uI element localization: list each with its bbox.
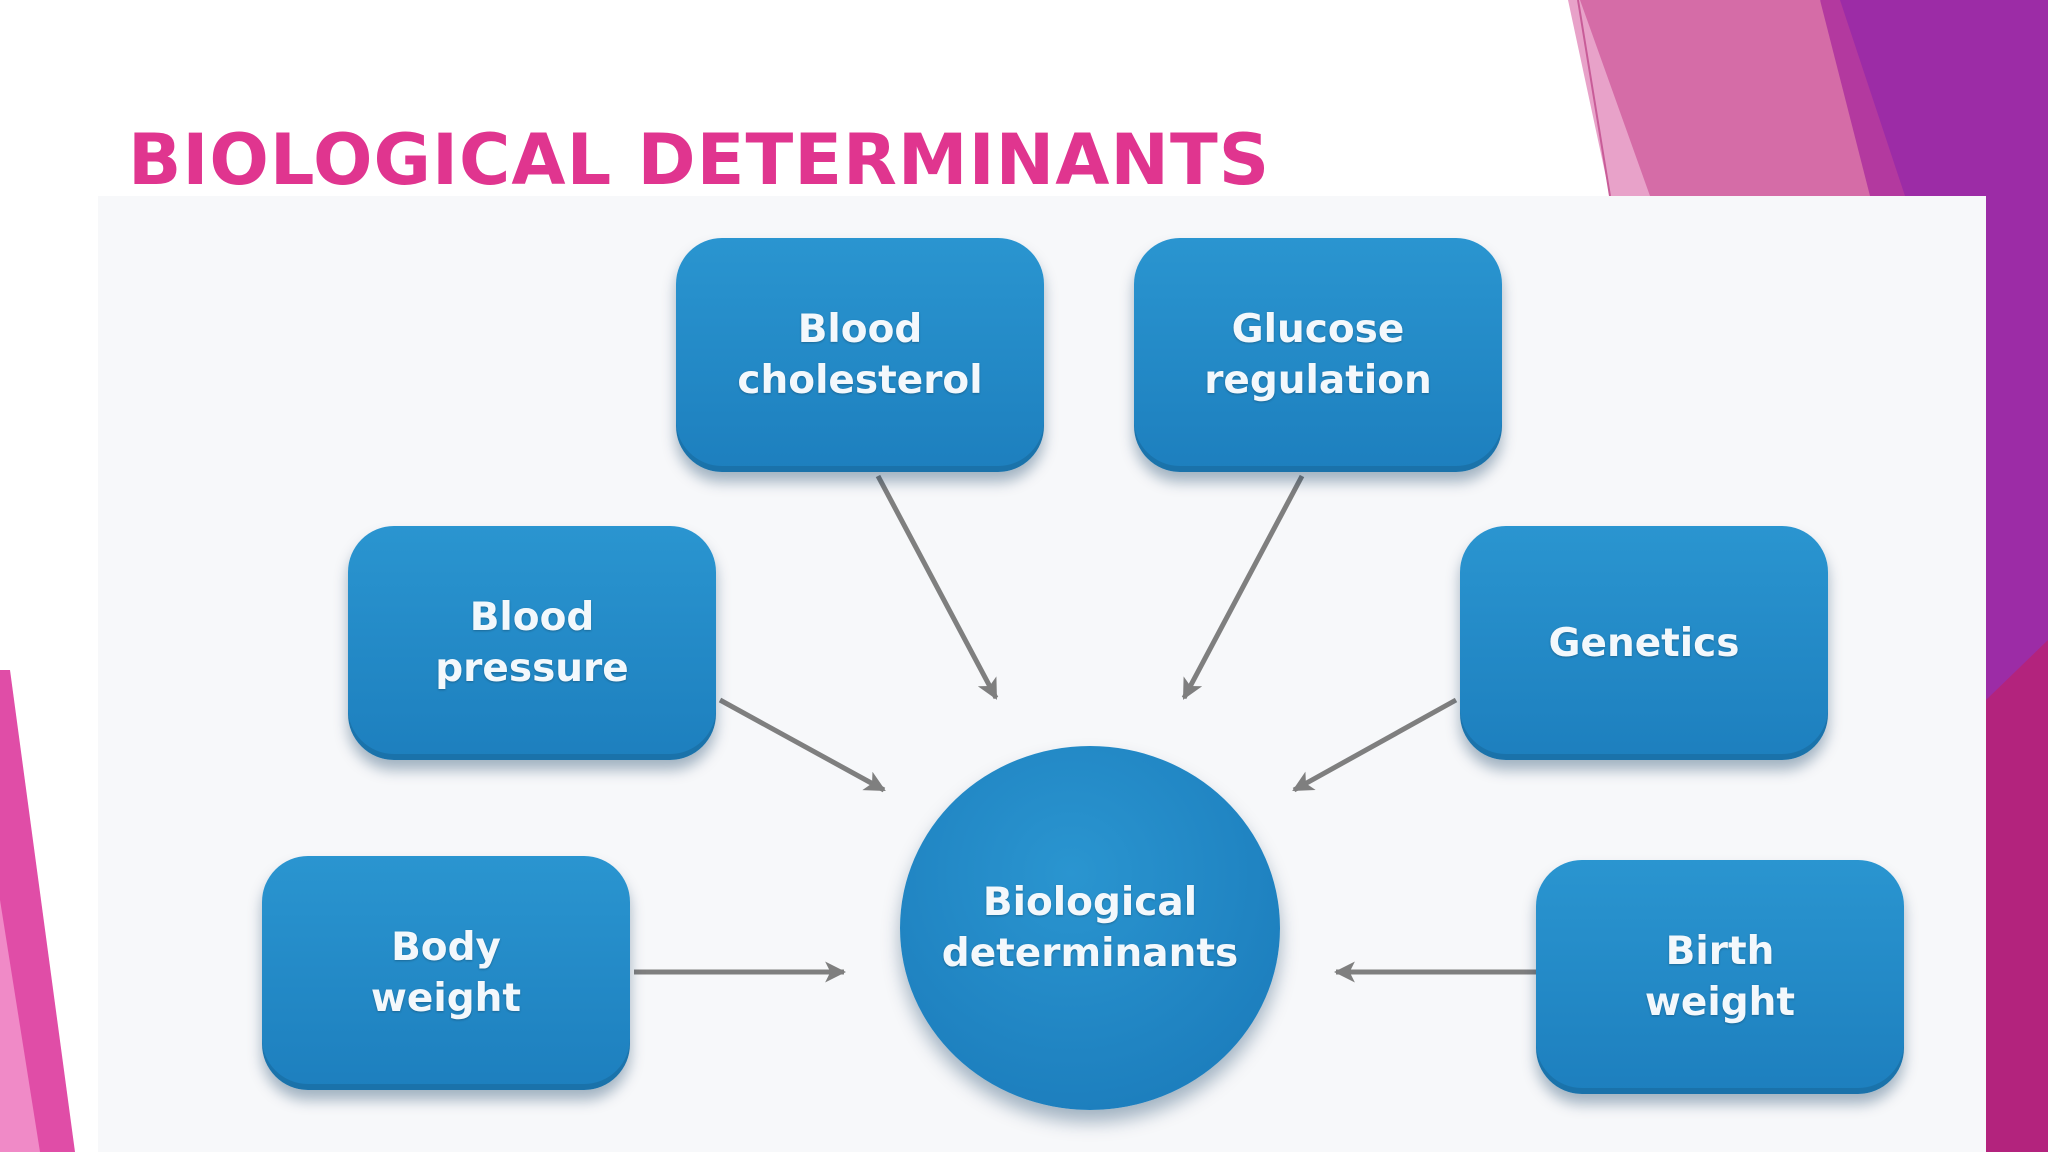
center-node-biological-determinants: Biological determinants — [900, 746, 1280, 1110]
node-label: Blood pressure — [435, 595, 629, 691]
deco-thin-line — [1577, 0, 1611, 197]
deco-band-right-magenta — [1986, 640, 2048, 1152]
node-body-weight: Body weight — [262, 856, 630, 1090]
deco-band-left-light — [0, 900, 40, 1152]
slide-title: BIOLOGICAL DETERMINANTS — [128, 119, 1271, 201]
node-blood-pressure: Blood pressure — [348, 526, 716, 760]
node-label: Glucose regulation — [1204, 307, 1432, 403]
node-birth-weight: Birth weight — [1536, 860, 1904, 1094]
node-glucose-regulation: Glucose regulation — [1134, 238, 1502, 472]
node-label: Birth weight — [1644, 929, 1796, 1025]
center-node-label: Biological determinants — [941, 880, 1239, 976]
arrow-glucose-regulation-to-center — [1181, 474, 1305, 700]
node-genetics: Genetics — [1460, 526, 1828, 760]
node-label: Blood cholesterol — [737, 307, 983, 403]
node-blood-cholesterol: Blood cholesterol — [676, 238, 1044, 472]
deco-band-pink — [1580, 0, 1890, 196]
node-label: Body weight — [370, 925, 522, 1021]
arrow-blood-cholesterol-to-center — [875, 474, 999, 700]
arrow-blood-pressure-to-center — [718, 697, 886, 793]
arrow-genetics-to-center — [1292, 697, 1458, 793]
node-label: Genetics — [1548, 620, 1740, 666]
